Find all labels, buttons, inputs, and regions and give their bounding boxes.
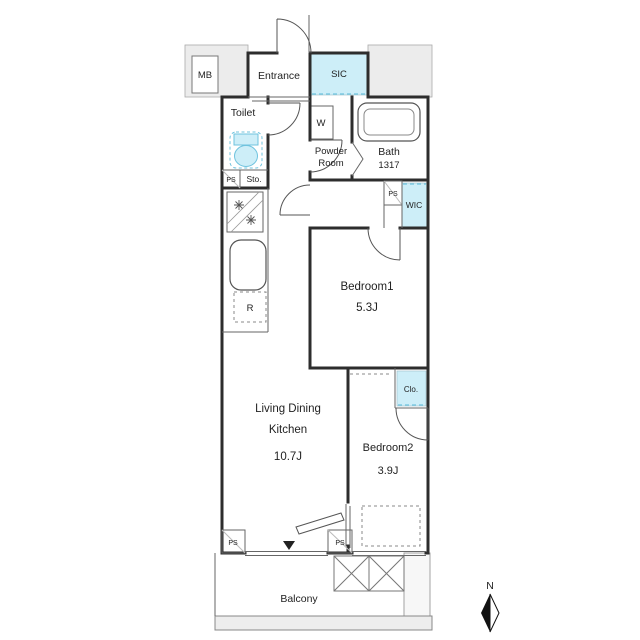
bedroom2-label: Bedroom2 (363, 442, 414, 454)
mb-label: MB (198, 70, 212, 81)
powder-door-arc (309, 139, 343, 173)
kitchen-sink (229, 239, 267, 291)
toilet-label: Toilet (231, 107, 256, 119)
compass-icon (481, 593, 500, 633)
entry-direction-marker (283, 541, 295, 550)
powder-room-label-1: Powder (315, 146, 347, 157)
balcony-railing (214, 615, 433, 631)
toilet-tank (233, 133, 259, 146)
closet-area (396, 370, 427, 407)
ldk-counter-board (295, 512, 345, 535)
bathtub-inner (363, 108, 415, 136)
wic-label: WIC (406, 200, 423, 210)
balcony-label: Balcony (280, 593, 318, 605)
ps-bottom-center-label: PS (335, 540, 345, 547)
bath-label: Bath (378, 146, 400, 158)
toilet-door-arc (267, 102, 301, 136)
ps-right-diagonal (383, 180, 403, 206)
ldk-door-arc (279, 184, 311, 216)
ps-right-label: PS (388, 191, 398, 198)
ps-bottom-center-box (327, 529, 353, 554)
toilet-outline-dash (229, 131, 263, 169)
ldk-window (245, 551, 328, 556)
entrance-step (248, 96, 310, 102)
ac-unit-cross-2 (368, 555, 405, 592)
powder-room-label-2: Room (318, 158, 343, 169)
closet-thin-edges (394, 368, 428, 409)
ps-toilet-label: PS (226, 177, 236, 184)
wall-top-right-and-right (309, 51, 430, 555)
wic-thin-edges (383, 181, 403, 228)
washer-label: W (317, 118, 326, 129)
fridge-label: R (247, 303, 254, 314)
compass-left-half (481, 594, 490, 632)
bath-fixtures (308, 102, 421, 142)
bedroom2-sliding-door (345, 504, 351, 548)
stove-hatch (226, 191, 264, 233)
toilet-bowl (234, 145, 258, 167)
ps-bottom-center-diagonal (327, 529, 353, 554)
wall-bath (350, 95, 430, 182)
compass-right-half (489, 593, 500, 633)
entrance-label: Entrance (258, 70, 300, 82)
compass-north-label: N (486, 580, 494, 592)
closet-door-arc (395, 407, 429, 441)
ac-unit-cross-1 (333, 555, 370, 592)
ldk-label-2: Kitchen (269, 424, 307, 436)
meter-box (191, 55, 219, 94)
closet-label: Clo. (404, 385, 418, 394)
toilet-fixture (229, 131, 263, 169)
front-door-arc (276, 18, 312, 54)
bathtub (357, 102, 421, 142)
ps-bottom-left-box (221, 529, 246, 554)
kitchen-fixtures (226, 191, 267, 323)
bath-size-label: 1317 (378, 160, 399, 171)
common-area-top-right (367, 44, 433, 98)
balcony-side-block (403, 552, 431, 617)
ps-toilet-diagonal (221, 169, 241, 189)
bath-folding-door (351, 141, 364, 177)
labels: MB Entrance SIC Toilet PS Sto. W Powder … (198, 69, 494, 605)
wall-top-left (220, 51, 279, 99)
blue-dashed-openings (312, 93, 426, 406)
sic-label: SIC (331, 69, 347, 80)
ldk-size-label: 10.7J (274, 451, 302, 463)
kitchen-counter-edge (222, 188, 269, 333)
dashed-details (350, 373, 421, 547)
sic-area (309, 52, 369, 96)
common-areas (184, 44, 433, 631)
balcony-items (333, 555, 405, 592)
bedroom2-size-label: 3.9J (378, 465, 399, 477)
storage-areas (309, 52, 428, 407)
bedroom1-size-label: 5.3J (356, 302, 378, 314)
fridge-space (233, 291, 267, 323)
bedroom1-label: Bedroom1 (340, 281, 393, 293)
ps-bottom-left-label: PS (228, 540, 238, 547)
sto-label: Sto. (246, 174, 261, 184)
stove-burner-icon (234, 200, 256, 225)
ps-bottom-left-diagonal (221, 529, 246, 554)
ldk-label-1: Living Dining (255, 403, 321, 415)
wall-toilet (220, 95, 270, 190)
walls (220, 51, 430, 555)
stove (226, 191, 264, 233)
ps-sto-partition (222, 169, 268, 188)
bedroom2-dashed-area (361, 505, 421, 547)
door-arcs (267, 18, 429, 441)
bedroom1-door-arc (367, 227, 401, 261)
